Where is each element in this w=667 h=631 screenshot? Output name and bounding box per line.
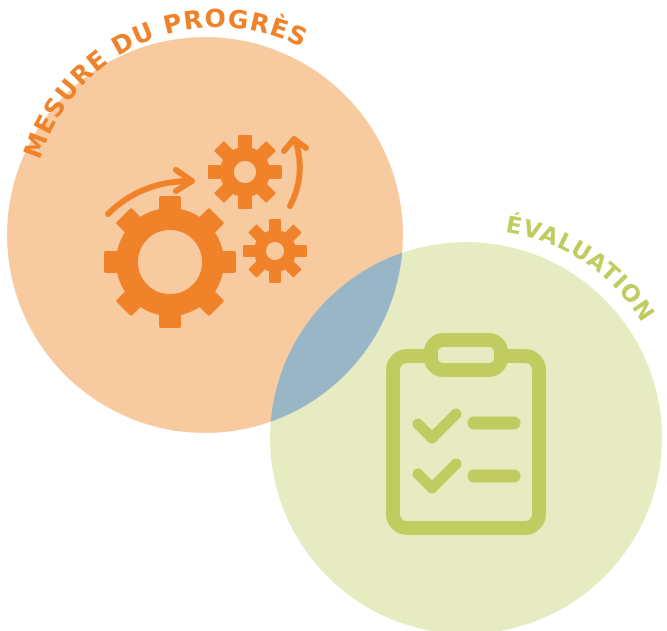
clipboard-clip [424,333,508,377]
small-gear-icon [243,219,307,283]
top-gear-icon [208,135,282,209]
curved-arrow-right-icon [105,167,195,217]
checkmark-icon [412,408,462,444]
clipboard-checklist-icon [386,333,546,535]
checkmark-icon [412,458,462,494]
overlap-region [270,242,403,433]
large-gear-icon [104,196,236,328]
gears-icon [104,135,309,328]
curved-arrow-up-icon [281,136,309,209]
